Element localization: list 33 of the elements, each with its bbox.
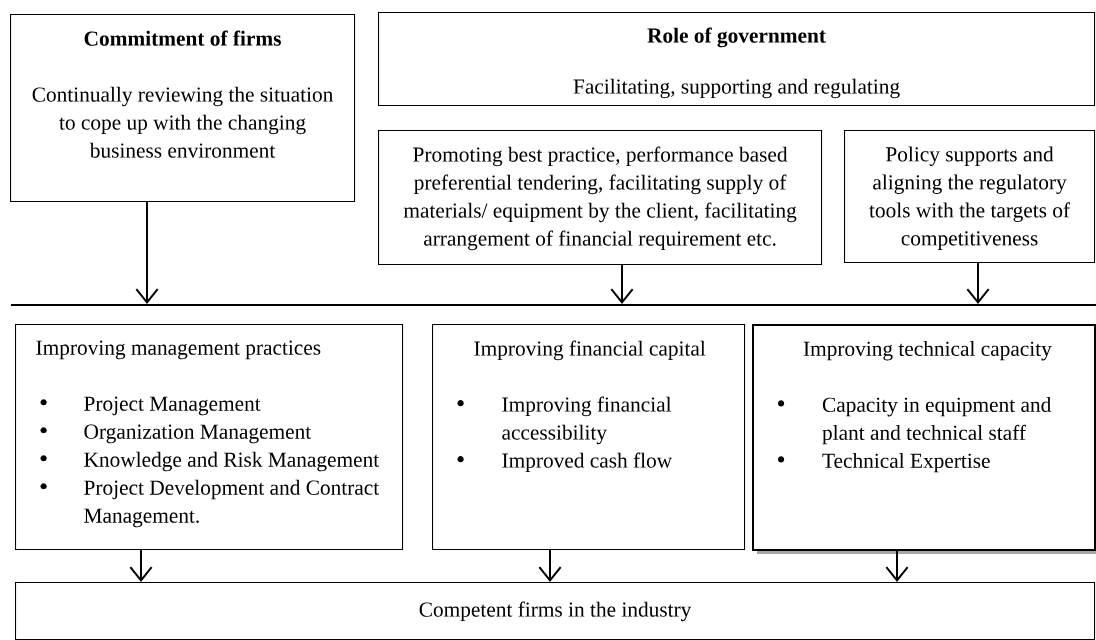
heading: Improving financial capital — [474, 340, 706, 361]
text-box — [378, 130, 823, 266]
bullet-item: Knowledge and Risk Management — [40, 451, 380, 472]
body-text: Policy supports and aligning the regulatory tools with the targets of competitiveness — [869, 146, 1071, 250]
arrow — [538, 549, 562, 582]
arrow — [135, 201, 159, 304]
heading: Role of government — [647, 27, 826, 48]
text-box — [378, 12, 1096, 107]
bullet-item: Capacity in equipment and plant and technical staff — [778, 397, 1052, 445]
text-box — [15, 582, 1096, 640]
heading: Commitment of firms — [84, 30, 281, 46]
arrow — [129, 549, 153, 582]
body-text: Facilitating, supporting and regulating — [573, 78, 900, 99]
bullet-item: Improved cash flow — [457, 452, 673, 473]
horizontal-line — [10, 304, 1096, 306]
arrow — [610, 264, 634, 304]
body-text: Continually reviewing the situation to cope up with the changing business environment — [32, 86, 334, 158]
heading: Improving technical capacity — [803, 341, 1052, 361]
text-box — [432, 324, 746, 551]
text-box — [752, 324, 1096, 554]
bullet-item: Improving financial accessibility — [457, 396, 672, 445]
bullet-item: Technical Expertise — [778, 453, 990, 473]
bullet-item: Organization Management — [40, 424, 312, 444]
arrow — [885, 550, 909, 582]
bullet-item: Project Development and Contract Management. — [40, 479, 380, 528]
bullet-item: Project Management — [40, 396, 261, 416]
text-box — [10, 14, 356, 203]
body-text: Promoting best practice, performance based preferential tendering, facilitating supply of materials/ equipment by the client, facilitating arrangement of financial requirement etc. — [403, 146, 797, 251]
text-box — [844, 130, 1096, 264]
text-box — [15, 324, 404, 551]
heading: Improving management practices — [36, 340, 321, 360]
arrow — [966, 262, 990, 304]
body-text: Competent firms in the industry — [419, 601, 692, 622]
